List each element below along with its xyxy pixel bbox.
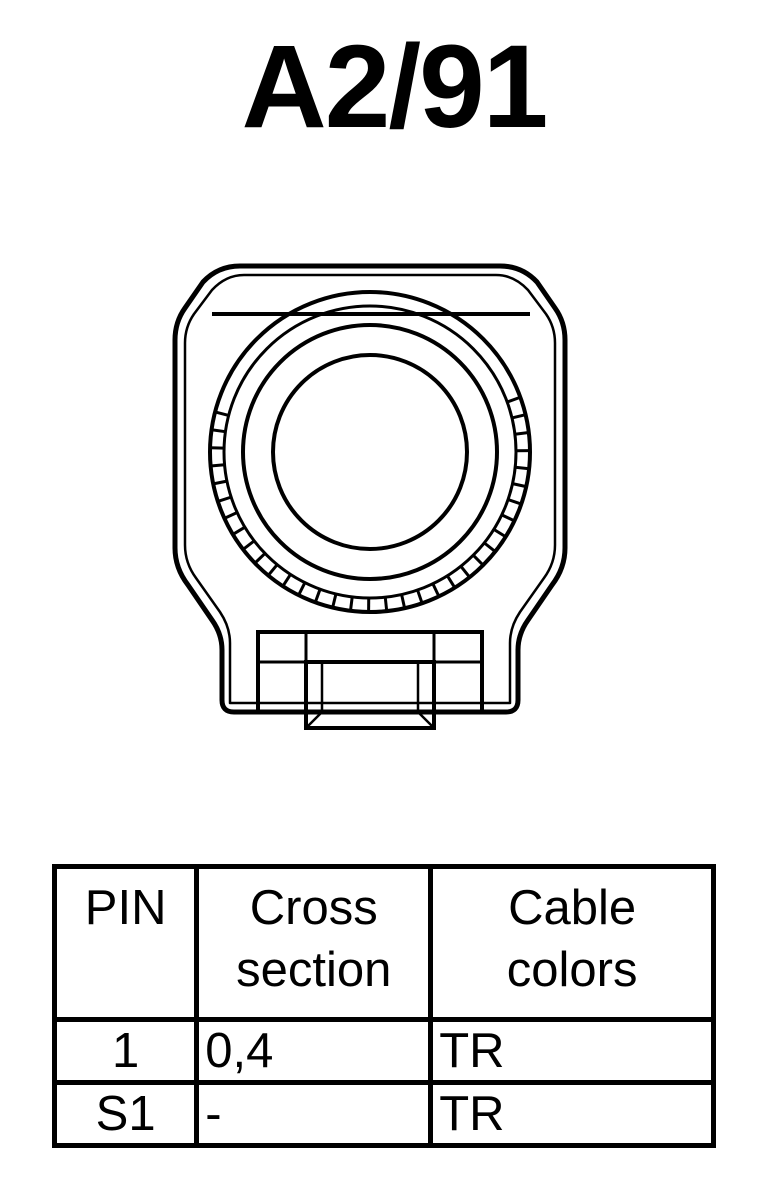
knurl-tooth [511,413,526,420]
knurl-tooth [512,482,527,489]
knurl-tooth [217,495,232,503]
knurl-tooth [416,589,424,604]
knurl-tooth [514,431,529,436]
knurled-ring [210,395,531,613]
plug-body [256,630,484,714]
cable-color-cell: TR [428,1080,716,1148]
table-header-row: PIN Cross section Cable colors [51,864,716,1022]
knurl-tooth [232,525,246,536]
header-cross-line1: Cross [249,881,378,935]
knurl-tooth [242,539,256,551]
knurl-tooth [211,428,226,434]
header-pin: PIN [51,864,200,1022]
plug-tab [304,660,436,730]
knurl-tooth [493,528,507,539]
knurl-tooth [212,479,228,486]
knurl-tooth [431,583,441,598]
knurl-tooth [267,563,279,577]
header-pin-label: PIN [84,881,167,935]
knurl-tooth [507,498,522,506]
knurl-tooth [459,565,471,579]
cross-section-cell: 0,4 [194,1017,434,1085]
header-cross-section: Cross section [194,864,434,1022]
knurl-tooth [223,511,238,520]
header-cable-colors: Cable colors [428,864,716,1022]
pin-table: PIN Cross section Cable colors 1 0,4 TR … [51,864,716,1148]
knurl-tooth [506,395,521,404]
table-row: S1 - TR [51,1080,716,1148]
knurl-tooth [472,554,485,567]
knurl-tooth [483,541,497,553]
housing-outline [172,263,568,715]
connector-drawing [172,263,568,730]
table-row: 1 0,4 TR [51,1017,716,1085]
knurl-tooth [210,463,225,468]
cross-section-cell: - [194,1080,434,1148]
knurl-tooth [331,593,338,608]
knurl-tooth [281,573,292,588]
knurl-tooth [253,552,267,565]
knurl-tooth [214,410,230,417]
knurl-tooth [515,465,530,471]
knurl-tooth [349,596,354,611]
connector-title: A2/91 [241,21,549,153]
header-colors-line1: Cable [508,881,637,935]
knurl-tooth [446,575,457,589]
inner-bore [271,353,469,551]
cable-color-cell: TR [428,1017,716,1085]
header-cross-line2: section [236,943,392,997]
knurl-tooth [383,597,389,612]
knurl-tooth [313,588,322,603]
knurl-tooth [297,581,307,596]
outer-nut-ring [241,323,499,581]
header-colors-line2: colors [506,943,638,997]
knurl-tooth [400,594,407,609]
pin-cell: 1 [51,1017,200,1085]
pin-cell: S1 [51,1080,200,1148]
knurl-tooth [501,513,516,523]
